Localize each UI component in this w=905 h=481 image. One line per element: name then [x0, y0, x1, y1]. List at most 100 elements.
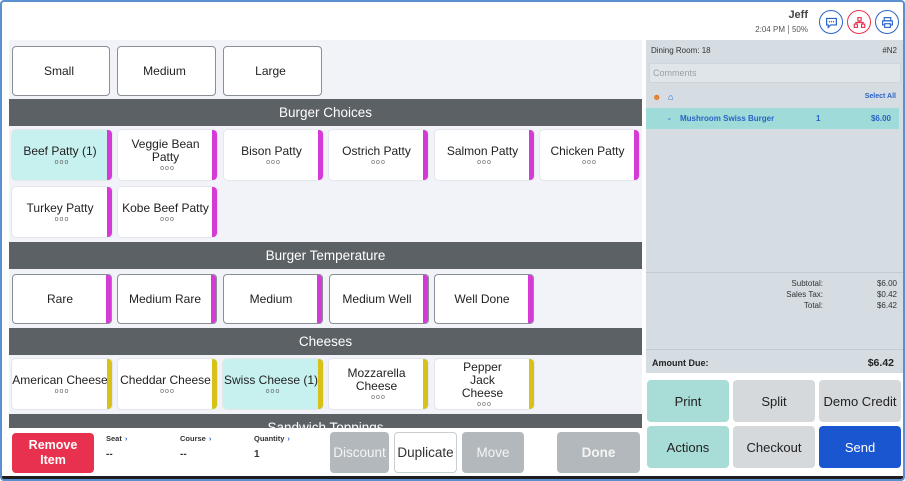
size-label: Medium [143, 63, 186, 78]
category-stripe [423, 359, 428, 409]
modifier-label: Swiss Cheese (1) [223, 372, 319, 387]
totals-block: Subtotal:$6.00 Sales Tax:$0.42 Total:$6.… [646, 272, 903, 310]
total-value: $6.42 [876, 301, 897, 310]
send-button[interactable]: Send [819, 426, 901, 468]
item-dash: - [668, 114, 671, 123]
more-dots-icon: ooo [582, 158, 597, 166]
battery-level: 50% [791, 25, 808, 34]
more-dots-icon: ooo [265, 387, 281, 395]
amount-due-row: Amount Due: $6.42 [646, 349, 903, 373]
category-stripe [107, 187, 112, 237]
remove-item-button[interactable]: Remove Item [12, 433, 94, 473]
more-dots-icon: ooo [477, 158, 492, 166]
split-button[interactable]: Split [733, 380, 815, 422]
section-header-sandwich-toppings: Sandwich Toppings [9, 414, 642, 428]
category-stripe [318, 359, 323, 409]
size-label: Large [255, 63, 286, 78]
chevron-right-icon: › [124, 434, 128, 443]
checkout-button[interactable]: Checkout [733, 426, 815, 468]
course-selector[interactable]: Course› -- [180, 434, 211, 460]
temp-medium-rare-button[interactable]: Medium Rare [117, 274, 217, 324]
order-header: Dining Room: 18 #N2 [646, 40, 903, 62]
temp-well-done-button[interactable]: Well Done [434, 274, 534, 324]
move-button[interactable]: Move [462, 432, 524, 473]
discount-button[interactable]: Discount [330, 432, 389, 473]
category-stripe [107, 359, 112, 409]
amount-due-label: Amount Due: [652, 358, 709, 368]
chevron-right-icon: › [208, 434, 212, 443]
category-stripe [107, 130, 112, 180]
tax-row: Sales Tax:$0.42 [646, 290, 903, 301]
actions-button[interactable]: Actions [647, 426, 729, 468]
category-stripe [212, 359, 217, 409]
category-stripe [317, 275, 322, 323]
chat-icon[interactable] [819, 10, 843, 34]
category-stripe [211, 275, 216, 323]
print-button[interactable]: Print [647, 380, 729, 422]
course-label: Course [180, 434, 206, 443]
done-button[interactable]: Done [557, 432, 640, 473]
modifier-beef-patty[interactable]: Beef Patty (1)ooo [12, 130, 112, 180]
modifier-label: Pepper Jack Cheese [461, 359, 504, 400]
check-number: #N2 [882, 46, 897, 55]
more-dots-icon: ooo [477, 400, 492, 408]
more-dots-icon: ooo [54, 387, 70, 395]
size-small-button[interactable]: Small [12, 46, 110, 96]
modifier-label: Mozzarella Cheese [347, 366, 406, 393]
temp-rare-button[interactable]: Rare [12, 274, 112, 324]
tax-value: $0.42 [876, 290, 897, 299]
modifier-panel: Small Medium Large Burger Choices Beef P… [9, 40, 642, 428]
demo-credit-button[interactable]: Demo Credit [819, 380, 901, 422]
more-dots-icon: ooo [160, 215, 175, 223]
user-name: Jeff [788, 9, 808, 21]
printer-icon[interactable] [875, 10, 899, 34]
category-stripe [318, 130, 323, 180]
modifier-label: Medium Rare [128, 291, 202, 306]
duplicate-button[interactable]: Duplicate [394, 432, 457, 473]
category-stripe [106, 275, 111, 323]
order-item-row[interactable]: - Mushroom Swiss Burger 1 $6.00 [646, 108, 899, 129]
seat-selector[interactable]: Seat› -- [106, 434, 127, 460]
modifier-label: Beef Patty (1) [23, 143, 97, 158]
modifier-label: Kobe Beef Patty [122, 200, 209, 215]
home-icon[interactable]: ⌂ [668, 92, 674, 102]
person-icon[interactable]: ☻ [652, 92, 662, 102]
modifier-swiss-cheese[interactable]: Swiss Cheese (1)ooo [223, 359, 323, 409]
more-dots-icon: ooo [371, 158, 386, 166]
select-all-link[interactable]: Select All [864, 93, 896, 100]
item-action-bar: Remove Item Seat› -- Course› -- Quantity… [9, 428, 642, 477]
total-row: Total:$6.42 [646, 301, 903, 312]
category-stripe [529, 359, 534, 409]
category-stripe [212, 187, 217, 237]
modifier-label: Chicken Patty [550, 143, 625, 158]
hierarchy-icon[interactable] [847, 10, 871, 34]
modifier-label: Medium Well [342, 291, 412, 306]
seat-label: Seat [106, 434, 122, 443]
course-value: -- [180, 449, 187, 460]
modifier-label: Veggie Bean Patty [131, 137, 200, 164]
temp-medium-button[interactable]: Medium [223, 274, 323, 324]
modifier-label: Cheddar Cheese [120, 372, 211, 387]
chevron-right-icon: › [287, 434, 290, 443]
comments-field[interactable]: Comments [649, 63, 901, 83]
section-header-burger-temperature: Burger Temperature [9, 242, 642, 269]
quantity-selector[interactable]: Quantity› 1 [254, 434, 290, 460]
modifier-label: Salmon Patty [446, 143, 519, 158]
size-large-button[interactable]: Large [223, 46, 322, 96]
more-dots-icon: ooo [54, 215, 70, 223]
temp-medium-well-button[interactable]: Medium Well [329, 274, 429, 324]
section-header-cheeses: Cheeses [9, 328, 642, 355]
size-medium-button[interactable]: Medium [117, 46, 216, 96]
